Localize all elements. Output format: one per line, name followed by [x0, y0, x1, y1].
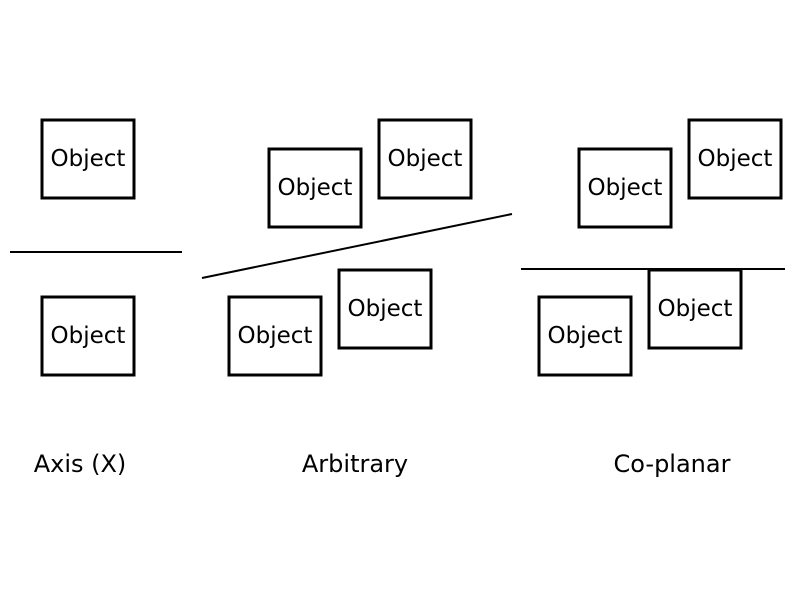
object-box-frame [337, 268, 433, 350]
object-box-frame [40, 295, 136, 377]
object-box-label: Object [348, 296, 423, 322]
object-box-frame [647, 268, 743, 350]
object-box: Object [40, 295, 136, 377]
object-box-frame [537, 295, 633, 377]
object-box-frame [40, 118, 136, 200]
object-box-label: Object [548, 323, 623, 349]
object-box-label: Object [588, 175, 663, 201]
object-box-label: Object [388, 146, 463, 172]
object-box: Object [577, 147, 673, 229]
panel-caption: Co-planar [614, 450, 731, 478]
panel-arbitrary: Object Object Object Object Arbitrary [201, 118, 513, 478]
object-box-frame [577, 147, 673, 229]
object-box-frame [267, 147, 363, 229]
object-box: Object [647, 268, 743, 350]
panel-caption: Arbitrary [302, 450, 408, 478]
object-box-label: Object [238, 323, 313, 349]
panel-axis-x: Object Object Axis (X) [10, 118, 182, 478]
object-box: Object [40, 118, 136, 200]
object-box-frame [377, 118, 473, 200]
object-box-label: Object [51, 323, 126, 349]
object-box: Object [377, 118, 473, 200]
panel-co-planar: Object Object Object Object Co-planar [521, 118, 785, 478]
split-plane-line [201, 213, 513, 279]
object-box: Object [687, 118, 783, 200]
object-box: Object [267, 147, 363, 229]
object-box-label: Object [658, 296, 733, 322]
object-box: Object [537, 295, 633, 377]
object-box-frame [227, 295, 323, 377]
object-box: Object [337, 268, 433, 350]
object-box-label: Object [698, 146, 773, 172]
object-box-label: Object [278, 175, 353, 201]
panel-caption: Axis (X) [34, 450, 127, 478]
object-box-frame [687, 118, 783, 200]
object-box: Object [227, 295, 323, 377]
object-box-label: Object [51, 146, 126, 172]
